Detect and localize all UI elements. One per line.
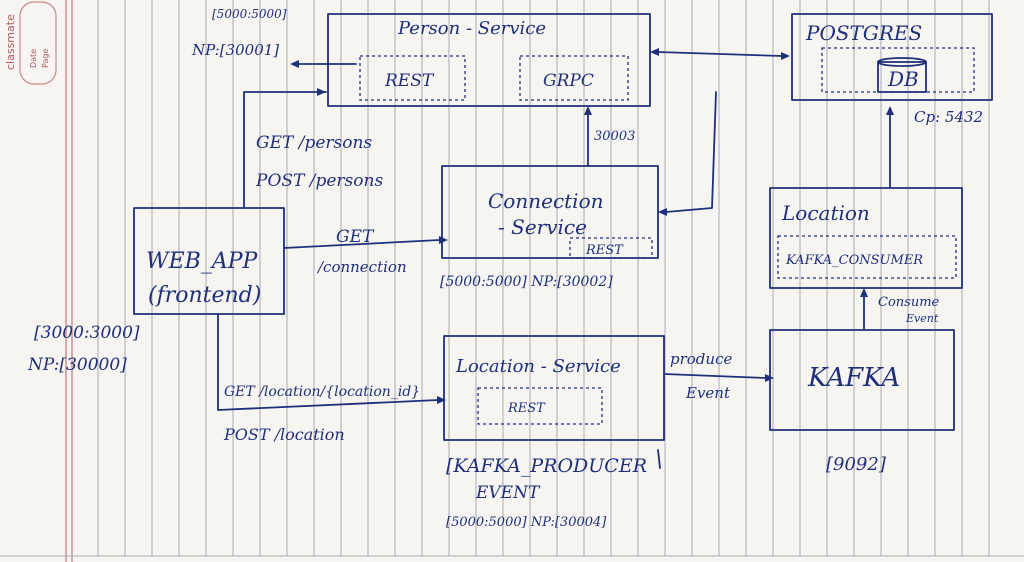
kafka-producer-line2: EVENT [475,483,541,503]
connection-path-label: /connection [316,258,407,276]
kafka-box [769,329,955,431]
database-icon [877,57,927,93]
person-rest-label: REST [384,71,435,91]
person-rest-box [359,55,466,101]
connection-service-line2: - Service [498,215,587,239]
location-rest-label: REST [507,401,546,416]
produce-label-line1: produce [670,350,732,368]
arrow-head-postgres [781,52,790,60]
kafka-node[interactable]: KAFKA [769,329,955,431]
kafka-producer-line1: [KAFKA_PRODUCER [446,455,647,477]
connection-rest-box [569,237,653,259]
person-service-title: Person - Service [397,18,546,39]
arrow-head-consumer [860,288,868,297]
grpc-port-label: 30003 [594,129,635,144]
connection-rest-label: REST [585,243,624,258]
person-service-node[interactable]: Person - Service REST GRPC [327,13,651,107]
arrow-head-connection-get [439,236,448,244]
connection-service-node[interactable]: Connection - Service REST [441,165,659,259]
produce-label-line2: Event [685,384,731,402]
location-service-title: Location - Service [455,356,621,377]
web-app-line1: WEB_APP [146,249,259,274]
webapp-to-person-edge [243,91,327,209]
location-consumer-title: Location [781,201,870,225]
person-grpc-label: GRPC [543,71,594,91]
webapp-connection-edge [283,239,441,249]
person-postgres-edge [657,51,783,57]
persons-get-label: GET /persons [256,133,372,153]
arrow-head-connection [658,208,667,216]
location-consumer-box [769,187,963,289]
connection-service-ports: [5000:5000] NP:[30002] [440,274,613,290]
postgres-title: POSTGRES [805,21,922,45]
postgres-db-label: DB [887,67,919,91]
brand-label: classmate [4,14,17,70]
postgres-port: Cp: 5432 [914,108,983,126]
kafka-title: KAFKA [807,363,900,393]
arrow-head-person-right [650,48,659,56]
location-service-node[interactable]: Location - Service REST [443,335,665,441]
web-app-ports: [3000:3000] [34,323,140,343]
location-kafka-edge [663,373,767,379]
persons-post-label: POST /persons [255,171,383,191]
person-service-ports: [5000:5000] [212,7,287,21]
location-consumer-node[interactable]: Location KAFKA_CONSUMER [769,187,963,289]
postgres-box [791,13,993,101]
web-app-line2: (frontend) [148,283,261,308]
person-service-box [327,13,651,107]
arrow-head-location [437,396,446,404]
page-label: Page [41,49,50,68]
person-service-nodeport: NP:[30001] [191,41,279,59]
kafka-consumer-box [777,235,957,279]
location-service-box [443,335,665,441]
connection-get-label: GET [336,227,375,247]
location-post-label: POST /location [223,425,345,444]
arrow-head-kafka [765,374,774,382]
date-label: Date [29,49,38,68]
web-app-node[interactable]: WEB_APP (frontend) [133,207,285,315]
postgres-node[interactable]: POSTGRES DB [791,13,993,101]
arrow-head-postgres-up [886,106,894,115]
location-rest-box [477,387,603,425]
arrow-head-grpc [584,106,592,115]
consume-label-line2: Event [905,312,939,325]
arrow-head-person-left [290,60,299,68]
kafka-port: [9092] [826,454,887,475]
classmate-logo: classmate Date Page [4,1,57,85]
webapp-location-edge [217,313,439,411]
location-service-ports: [5000:5000] NP:[30004] [446,515,607,530]
kafka-consumer-label: KAFKA_CONSUMER [785,253,923,268]
location-get-label: GET /location/{location_id} [224,384,420,400]
web-app-box [133,207,285,315]
connection-service-line1: Connection [488,189,604,213]
postgres-connection-edge [665,91,717,213]
arrow-head-person-rest [317,88,326,96]
web-app-nodeport: NP:[30000] [27,355,127,375]
consume-label-line1: Consume [878,295,940,310]
ruled-lines [97,0,990,556]
person-grpc-box [519,55,629,101]
